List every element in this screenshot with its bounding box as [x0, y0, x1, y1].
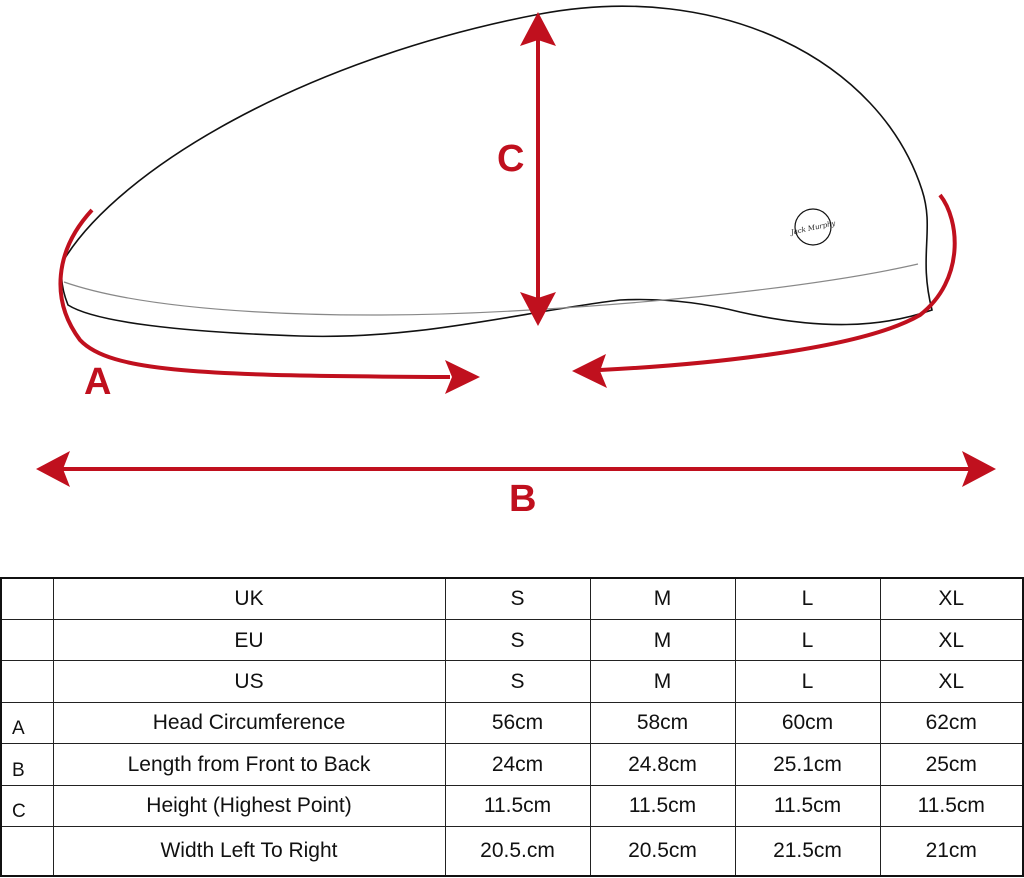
table-cell-value: 56cm	[444, 701, 591, 745]
table-cell-value: L	[734, 577, 881, 620]
table-cell-value: L	[734, 660, 881, 703]
table-cell-value: XL	[879, 660, 1024, 703]
dimension-a-label: A	[84, 361, 111, 403]
table-cell-value: 25cm	[879, 743, 1024, 786]
table-cell-value: 20.5cm	[589, 825, 736, 877]
table-cell-code: B	[0, 743, 54, 786]
table-cell-label: Head Circumference	[52, 701, 446, 745]
table-cell-value: 11.5cm	[734, 784, 881, 827]
table-cell-label: Height (Highest Point)	[52, 784, 446, 827]
table-cell-label: Width Left To Right	[52, 825, 446, 877]
table-cell-value: 11.5cm	[879, 784, 1024, 827]
table-cell-value: 58cm	[589, 701, 736, 745]
table-cell-label: Length from Front to Back	[52, 743, 446, 786]
table-row-uk: UK S M L XL	[0, 577, 1024, 620]
table-row-width: Width Left To Right 20.5.cm 20.5cm 21.5c…	[0, 825, 1024, 877]
cap-band-line	[63, 263, 919, 316]
table-cell-value: 62cm	[879, 701, 1024, 745]
table-cell-value: XL	[879, 618, 1024, 662]
table-cell-code	[0, 618, 54, 662]
table-cell-label: UK	[52, 577, 446, 620]
table-row-head-circumference: A Head Circumference 56cm 58cm 60cm 62cm	[0, 701, 1024, 745]
table-cell-value: 11.5cm	[589, 784, 736, 827]
table-cell-value: 24.8cm	[589, 743, 736, 786]
table-cell-value: 11.5cm	[444, 784, 591, 827]
table-cell-value: 60cm	[734, 701, 881, 745]
table-cell-value: S	[444, 660, 591, 703]
dimension-c-arrowhead-top	[520, 12, 556, 46]
dimension-b-label: B	[509, 478, 536, 520]
table-cell-value: 21cm	[879, 825, 1024, 877]
dimension-a-arrows	[58, 193, 957, 379]
table-cell-value: 20.5.cm	[444, 825, 591, 877]
table-row-length: B Length from Front to Back 24cm 24.8cm …	[0, 743, 1024, 786]
table-cell-label: EU	[52, 618, 446, 662]
cap-measurement-diagram: Jack Murphy A B C	[36, 5, 996, 520]
table-row-eu: EU S M L XL	[0, 618, 1024, 662]
dimension-b-arrowhead-left	[36, 451, 70, 487]
table-row-height: C Height (Highest Point) 11.5cm 11.5cm 1…	[0, 784, 1024, 827]
table-cell-code	[0, 660, 54, 703]
table-cell-value: M	[589, 660, 736, 703]
table-cell-value: S	[444, 618, 591, 662]
table-cell-value: XL	[879, 577, 1024, 620]
table-cell-label: US	[52, 660, 446, 703]
table-cell-code: A	[0, 701, 54, 745]
table-cell-code	[0, 825, 54, 877]
table-row-us: US S M L XL	[0, 660, 1024, 703]
table-cell-value: S	[444, 577, 591, 620]
dimension-c-label: C	[497, 138, 524, 180]
size-chart-table: UK S M L XL EU S M L XL US S M L XL A He…	[0, 577, 1024, 877]
dimension-a-arrowhead-right	[572, 354, 607, 388]
table-cell-value: M	[589, 577, 736, 620]
table-cell-value: 24cm	[444, 743, 591, 786]
table-cell-code	[0, 577, 54, 620]
brand-logo-badge: Jack Murphy	[788, 208, 837, 246]
dimension-a-arrowhead-left	[445, 360, 480, 394]
dimension-b-arrowhead-right	[962, 451, 996, 487]
table-cell-value: L	[734, 618, 881, 662]
table-cell-value: 25.1cm	[734, 743, 881, 786]
table-cell-value: 21.5cm	[734, 825, 881, 877]
cap-outline	[60, 5, 933, 338]
table-cell-value: M	[589, 618, 736, 662]
dimension-c-arrowhead-bottom	[520, 292, 556, 326]
table-cell-code: C	[0, 784, 54, 827]
